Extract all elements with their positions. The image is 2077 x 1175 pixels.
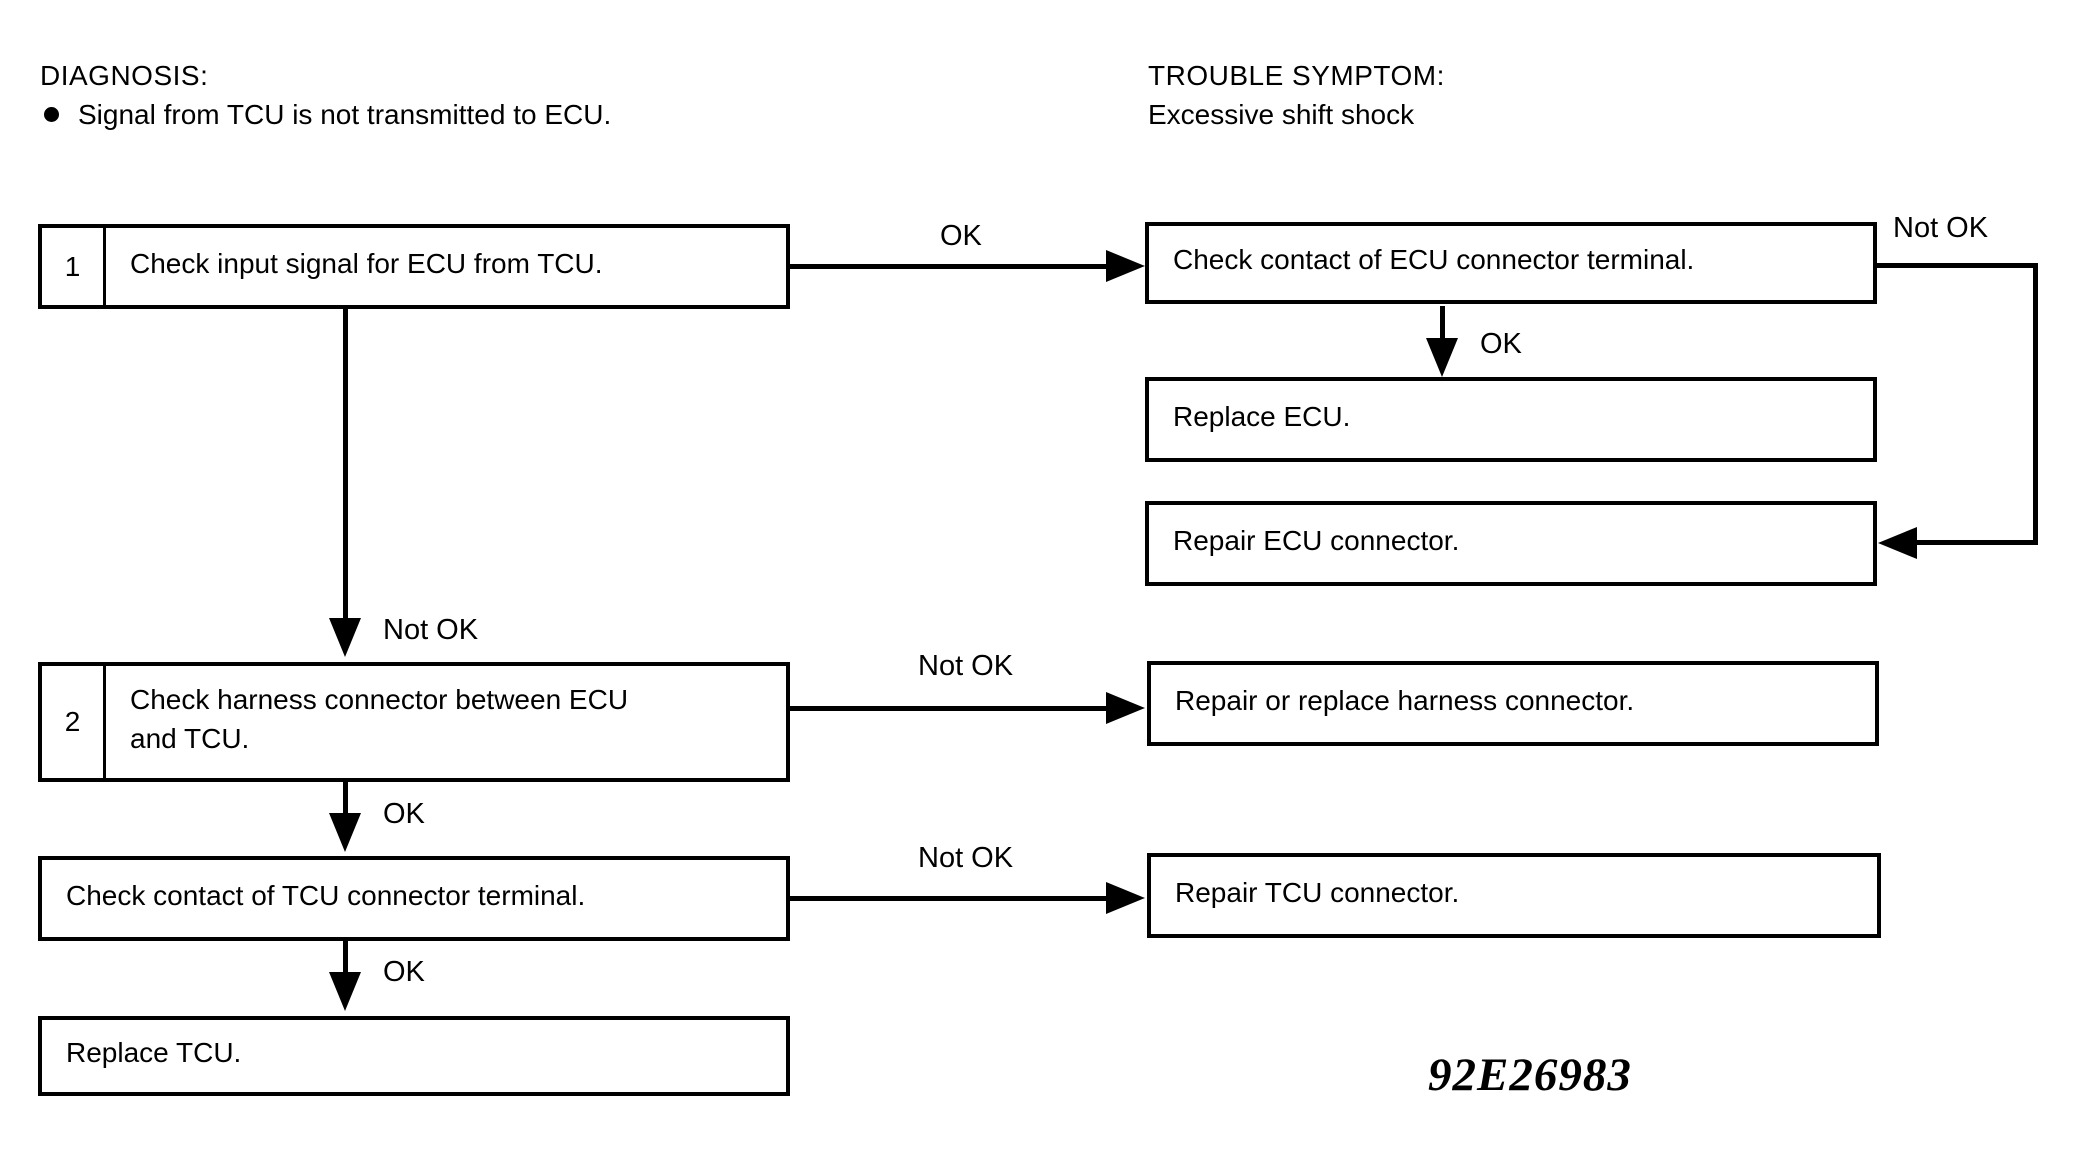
edge-line: [790, 706, 1108, 711]
node-replace-tcu: Replace TCU.: [38, 1016, 790, 1096]
node-check-tcu-connector-contact: Check contact of TCU connector terminal.: [38, 856, 790, 941]
edge-line: [343, 782, 348, 815]
arrow-right-icon: [1106, 250, 1145, 282]
edge-line: [1440, 306, 1445, 341]
node-text: Repair or replace harness connector.: [1175, 684, 1635, 716]
arrow-down-icon: [329, 972, 361, 1011]
arrow-down-icon: [329, 618, 361, 657]
node-text: Replace TCU.: [66, 1037, 242, 1069]
edge-label-not-ok: Not OK: [918, 650, 1014, 682]
node-text: Replace ECU.: [1173, 400, 1351, 432]
edge-label-ok: OK: [940, 220, 982, 252]
trouble-symptom-title: TROUBLE SYMPTOM:: [1148, 60, 1445, 91]
node-check-ecu-connector-contact: Check contact of ECU connector terminal.: [1145, 222, 1877, 304]
node-text: Check contact of TCU connector terminal.: [66, 879, 586, 911]
edge-label-not-ok: Not OK: [918, 842, 1014, 874]
edge-label-ok: OK: [1480, 328, 1522, 360]
step-number-2: 2: [42, 666, 106, 778]
edge-line: [343, 941, 348, 974]
node-text: Repair ECU connector.: [1173, 524, 1460, 556]
edge-label-not-ok: Not OK: [383, 614, 479, 646]
arrow-right-icon: [1106, 882, 1145, 914]
node-repair-ecu-connector: Repair ECU connector.: [1145, 501, 1877, 586]
arrow-left-icon: [1878, 527, 1917, 559]
edge-line: [1875, 263, 2038, 268]
edge-line: [790, 896, 1108, 901]
edge-line: [2033, 263, 2038, 545]
node-check-input-signal: 1 Check input signal for ECU from TCU.: [38, 224, 790, 309]
arrow-down-icon: [1426, 338, 1458, 377]
trouble-symptom-text: Excessive shift shock: [1148, 99, 1415, 130]
edge-line: [790, 264, 1108, 269]
node-text: Repair TCU connector.: [1175, 876, 1460, 908]
edge-line: [343, 309, 348, 620]
edge-label-ok: OK: [383, 798, 425, 830]
node-text: Check input signal for ECU from TCU.: [130, 247, 603, 279]
edge-line: [1916, 540, 2038, 545]
node-replace-ecu: Replace ECU.: [1145, 377, 1877, 462]
edge-label-not-ok: Not OK: [1893, 212, 1989, 244]
figure-code: 92E26983: [1428, 1049, 1632, 1101]
node-check-harness-connector: 2 Check harness connector between ECU an…: [38, 662, 790, 782]
node-repair-tcu-connector: Repair TCU connector.: [1147, 853, 1881, 938]
arrow-right-icon: [1106, 692, 1145, 724]
step-number-1: 1: [42, 228, 106, 305]
diagnosis-title: DIAGNOSIS:: [40, 60, 209, 91]
node-repair-replace-harness: Repair or replace harness connector.: [1147, 661, 1879, 746]
bullet-icon: [44, 107, 59, 122]
node-text: Check contact of ECU connector terminal.: [1173, 244, 1695, 276]
node-text: Check harness connector between ECU and …: [130, 683, 629, 754]
edge-label-ok: OK: [383, 956, 425, 988]
diagnosis-text: Signal from TCU is not transmitted to EC…: [78, 99, 612, 130]
arrow-down-icon: [329, 813, 361, 852]
